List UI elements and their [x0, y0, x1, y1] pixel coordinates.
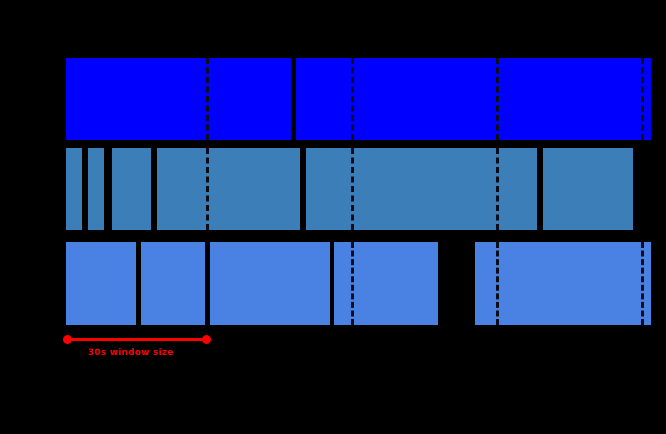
- timeline-segment[interactable]: [66, 242, 136, 325]
- timeline-track: [0, 242, 666, 325]
- timeline-segment[interactable]: [306, 148, 537, 230]
- annotation-start-dot: [63, 335, 72, 344]
- timeline-segment[interactable]: [543, 148, 633, 230]
- timeline-segment[interactable]: [296, 58, 651, 140]
- timeline-segment[interactable]: [66, 58, 291, 140]
- annotation-label: 30s window size: [88, 348, 174, 358]
- timeline-segment[interactable]: [112, 148, 151, 230]
- timeline-segment[interactable]: [66, 148, 82, 230]
- annotation-span-line: [67, 338, 206, 341]
- timeline-segment[interactable]: [475, 242, 651, 325]
- annotation-end-dot: [202, 335, 211, 344]
- timeline-track: [0, 58, 666, 140]
- timeline-segment[interactable]: [334, 242, 438, 325]
- timeline-segment[interactable]: [157, 148, 300, 230]
- timeline-segment[interactable]: [141, 242, 205, 325]
- timeline-track: [0, 148, 666, 230]
- timeline-segment[interactable]: [210, 242, 330, 325]
- timeline-segment[interactable]: [88, 148, 104, 230]
